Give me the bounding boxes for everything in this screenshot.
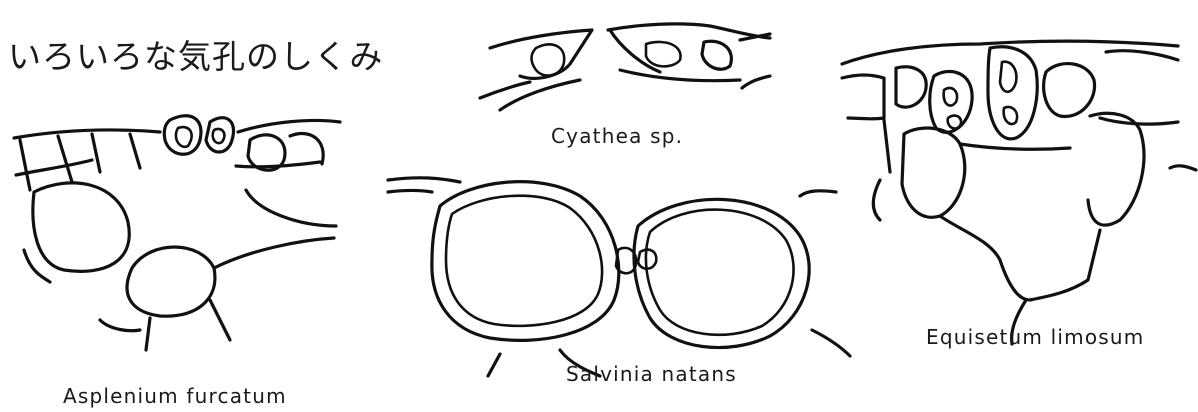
caption-salvinia-natans: Salvinia natans <box>566 362 737 386</box>
caption-asplenium-furcatum: Asplenium furcatum <box>63 384 287 408</box>
caption-equisetum-limosum: Equisetum limosum <box>926 325 1144 349</box>
caption-cyathea: Cyathea sp. <box>551 124 683 148</box>
